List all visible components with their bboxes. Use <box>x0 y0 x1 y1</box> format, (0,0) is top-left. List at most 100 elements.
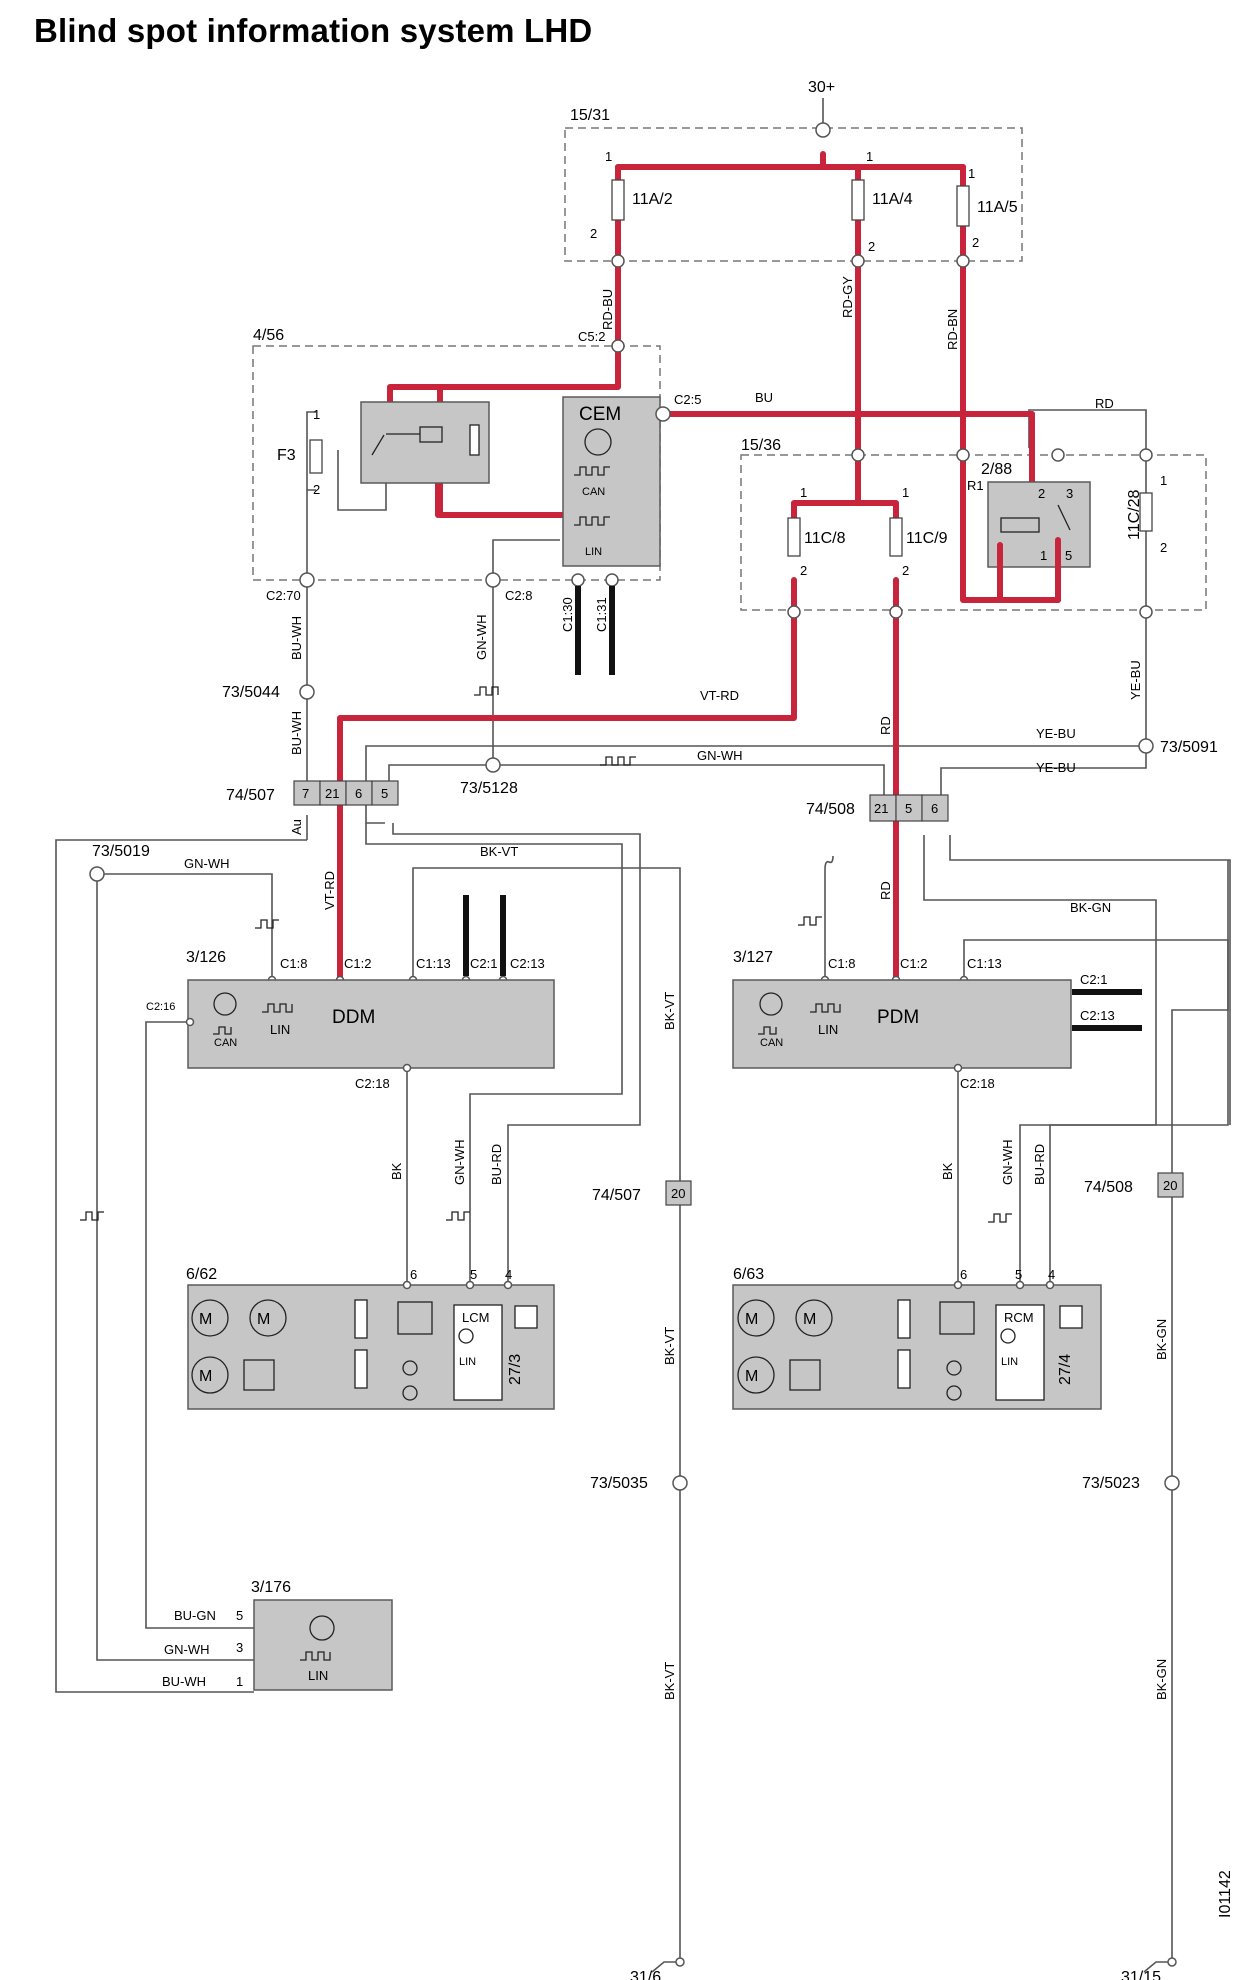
svg-text:BK-VT: BK-VT <box>480 844 518 859</box>
diagram-title: Blind spot information system LHD <box>34 12 593 49</box>
svg-text:5: 5 <box>470 1267 477 1282</box>
cem-module <box>562 396 661 567</box>
svg-text:GN-WH: GN-WH <box>164 1642 210 1657</box>
svg-text:M: M <box>257 1311 270 1328</box>
svg-text:2/88: 2/88 <box>981 461 1012 478</box>
fuse-box-15-31: 15/31 30+ 11A/2 11A/4 11A/5 1 1 1 2 2 2 … <box>570 79 1018 350</box>
svg-text:LCM: LCM <box>462 1310 489 1325</box>
fuse-11a2-symbol <box>611 179 625 221</box>
svg-text:73/5023: 73/5023 <box>1082 1475 1140 1492</box>
svg-text:C1:2: C1:2 <box>344 956 371 971</box>
ddm-module: 3/126 C1:8 C1:2 C1:13 C2:1 C2:13 C2:16 C… <box>80 895 555 1221</box>
svg-text:3/127: 3/127 <box>733 949 773 966</box>
svg-text:VT-RD: VT-RD <box>700 688 739 703</box>
svg-text:1: 1 <box>1160 473 1167 488</box>
fuse-box-15-36-outline <box>740 454 1207 611</box>
svg-text:1: 1 <box>902 485 909 500</box>
svg-text:RCM: RCM <box>1004 1310 1034 1325</box>
svg-text:LIN: LIN <box>585 546 602 558</box>
svg-text:C1:30: C1:30 <box>560 597 575 632</box>
fuse-11a4-symbol <box>851 179 865 221</box>
fuse-f3-symbol <box>309 439 323 474</box>
svg-text:15/36: 15/36 <box>741 437 781 454</box>
svg-text:F3: F3 <box>277 447 296 464</box>
svg-text:73/5128: 73/5128 <box>460 780 518 797</box>
svg-text:73/5035: 73/5035 <box>590 1475 648 1492</box>
ddm-label: DDM <box>332 1007 375 1028</box>
svg-text:5: 5 <box>381 786 388 801</box>
svg-text:C2:70: C2:70 <box>266 588 301 603</box>
svg-text:20: 20 <box>671 1186 685 1201</box>
svg-text:6: 6 <box>931 801 938 816</box>
svg-text:74/508: 74/508 <box>806 801 855 818</box>
svg-text:6: 6 <box>960 1267 967 1282</box>
svg-text:BK: BK <box>389 1162 404 1180</box>
svg-text:GN-WH: GN-WH <box>452 1140 467 1186</box>
fuse-box-15-36: 15/36 11C/8 11C/9 11C/28 1 1 1 2 2 2 RD … <box>741 396 1167 700</box>
svg-text:YE-BU: YE-BU <box>1036 760 1076 775</box>
fuse-11a4-label: 11A/4 <box>872 191 913 208</box>
svg-text:1: 1 <box>800 485 807 500</box>
svg-text:21: 21 <box>325 786 339 801</box>
svg-text:27/3: 27/3 <box>507 1354 524 1385</box>
svg-text:3: 3 <box>236 1640 243 1655</box>
fuse-11a2-label: 11A/2 <box>632 191 673 208</box>
svg-text:4/56: 4/56 <box>253 327 284 344</box>
svg-text:74/507: 74/507 <box>226 787 275 804</box>
svg-text:M: M <box>803 1311 816 1328</box>
mirror-6-63: 6/63 6 5 4 M M M RCM LIN 27/4 <box>732 1266 1102 1410</box>
svg-text:GN-WH: GN-WH <box>697 748 743 763</box>
svg-text:C1:8: C1:8 <box>828 956 855 971</box>
pdm-module: 3/127 C1:8 C1:2 C1:13 C2:1 C2:13 CAN LIN… <box>732 916 1142 1223</box>
pdm-label: PDM <box>877 1007 919 1028</box>
svg-text:RD-BN: RD-BN <box>945 309 960 350</box>
svg-text:RD-GY: RD-GY <box>840 276 855 318</box>
svg-text:C1:13: C1:13 <box>967 956 1002 971</box>
supply-label: 30+ <box>808 79 835 96</box>
svg-text:2: 2 <box>972 235 979 250</box>
svg-text:C2:16: C2:16 <box>146 1001 175 1013</box>
svg-text:BU-WH: BU-WH <box>289 711 304 755</box>
mirror-6-62: 6/62 6 5 4 M M M LCM LIN 27/3 <box>186 1266 555 1410</box>
svg-text:2: 2 <box>868 239 875 254</box>
svg-text:C1:8: C1:8 <box>280 956 307 971</box>
svg-text:BK-VT: BK-VT <box>662 1327 677 1365</box>
svg-text:RD: RD <box>878 881 893 900</box>
svg-text:20: 20 <box>1163 1178 1177 1193</box>
svg-text:73/5044: 73/5044 <box>222 684 280 701</box>
mid-section: 73/5044 BU-WH VT-RD RD YE-BU 73/5091 GN-… <box>222 684 1218 915</box>
svg-text:1: 1 <box>866 149 873 164</box>
svg-text:21: 21 <box>874 801 888 816</box>
svg-text:5: 5 <box>905 801 912 816</box>
svg-text:2: 2 <box>590 226 597 241</box>
rcm-box <box>995 1304 1045 1401</box>
connector-74-508: 74/508 21 5 6 <box>806 794 949 822</box>
svg-text:BK-VT: BK-VT <box>662 992 677 1030</box>
relay-2-88 <box>987 481 1091 568</box>
cem-box: 4/56 C5:2 F3 1 2 CEM CAN LIN C2:5 BU C2:… <box>253 327 773 675</box>
svg-text:BU-RD: BU-RD <box>489 1144 504 1185</box>
svg-text:73/5091: 73/5091 <box>1160 739 1218 756</box>
svg-text:11C/28: 11C/28 <box>1126 489 1143 540</box>
svg-text:6: 6 <box>355 786 362 801</box>
svg-text:1: 1 <box>1040 548 1047 563</box>
svg-text:4: 4 <box>505 1267 512 1282</box>
cem-label: CEM <box>579 404 621 425</box>
svg-text:1: 1 <box>968 166 975 181</box>
svg-text:7: 7 <box>302 786 309 801</box>
svg-text:3/126: 3/126 <box>186 949 226 966</box>
svg-text:C2:18: C2:18 <box>355 1076 390 1091</box>
lower-splices: BK-VT BK-GN 73/5035 73/5023 BK-VT BK-GN … <box>590 1319 1234 1980</box>
svg-text:C1:13: C1:13 <box>416 956 451 971</box>
svg-text:1: 1 <box>236 1674 243 1689</box>
svg-text:YE-BU: YE-BU <box>1036 726 1076 741</box>
svg-text:BK-VT: BK-VT <box>662 1662 677 1700</box>
svg-text:CAN: CAN <box>760 1037 783 1049</box>
svg-text:C2:8: C2:8 <box>505 588 532 603</box>
svg-text:3/176: 3/176 <box>251 1579 291 1596</box>
svg-text:C2:5: C2:5 <box>674 392 701 407</box>
svg-text:M: M <box>745 1311 758 1328</box>
svg-text:LIN: LIN <box>1001 1356 1018 1368</box>
svg-text:CAN: CAN <box>582 486 605 498</box>
